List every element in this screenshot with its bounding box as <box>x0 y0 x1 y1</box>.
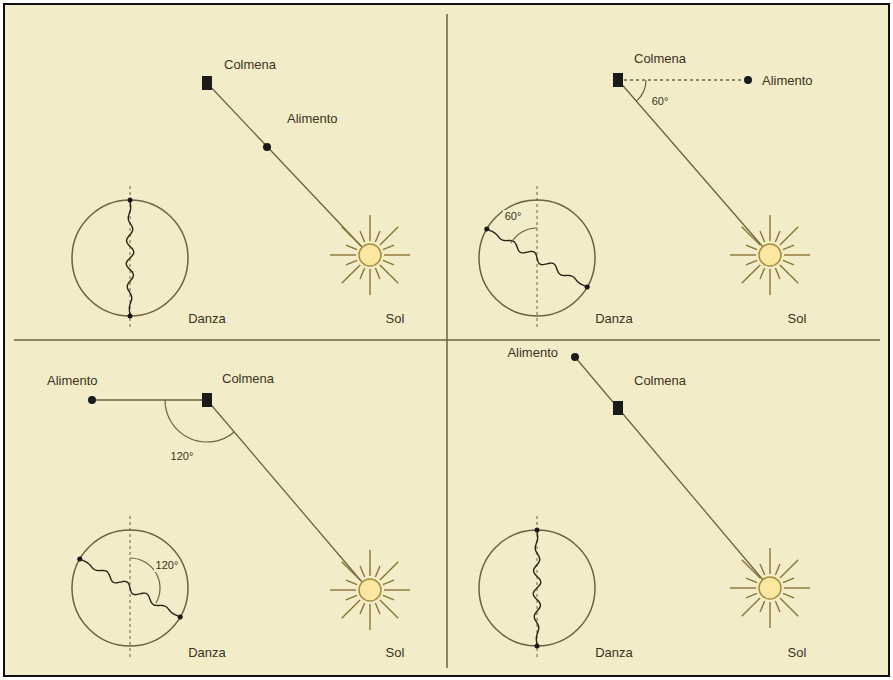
sun-label: Sol <box>786 645 809 660</box>
sun-label: Sol <box>384 645 407 660</box>
angle-arc <box>636 80 646 101</box>
food-dot <box>571 353 579 361</box>
hive-label: Colmena <box>632 373 688 388</box>
dance-figure <box>479 186 595 328</box>
sun-label: Sol <box>384 311 407 326</box>
food-direction-line <box>618 79 748 80</box>
hive-symbol <box>613 73 623 87</box>
food-dot <box>744 76 752 84</box>
sun-symbol <box>730 215 810 295</box>
food-label: Alimento <box>45 373 100 388</box>
hive-symbol <box>202 393 212 407</box>
food-label: Alimento <box>285 111 340 126</box>
direction-line <box>207 83 362 247</box>
dance-label: Danza <box>593 311 635 326</box>
direction-line <box>618 80 763 247</box>
hive-symbol <box>613 401 623 415</box>
dance-figure <box>72 516 188 658</box>
food-direction-line <box>92 399 207 400</box>
sun-symbol <box>730 548 810 628</box>
dance-figure <box>72 186 188 328</box>
sun-symbol <box>330 215 410 295</box>
hive-label: Colmena <box>220 371 276 386</box>
angle-label: 60° <box>650 95 671 108</box>
divider-line <box>14 339 880 341</box>
direction-line <box>207 400 362 582</box>
food-label: Alimento <box>760 73 815 88</box>
panel-frame <box>4 4 889 676</box>
hive-symbol <box>202 76 212 90</box>
food-label: Alimento <box>505 345 560 360</box>
food-dot <box>88 396 96 404</box>
food-dot <box>263 143 271 151</box>
direction-line <box>575 357 763 580</box>
dance-label: Danza <box>593 645 635 660</box>
angle-label: 120° <box>169 450 196 463</box>
sun-label: Sol <box>786 311 809 326</box>
dance-label: Danza <box>186 311 228 326</box>
dance-figure <box>479 516 595 658</box>
angle-arc <box>165 400 235 442</box>
angle-label: 120° <box>154 559 181 572</box>
dance-label: Danza <box>186 645 228 660</box>
sun-symbol <box>330 550 410 630</box>
angle-label: 60° <box>503 210 524 223</box>
hive-label: Colmena <box>632 51 688 66</box>
hive-label: Colmena <box>222 57 278 72</box>
dance-angle-arc <box>511 228 537 243</box>
divider-line <box>446 14 448 668</box>
